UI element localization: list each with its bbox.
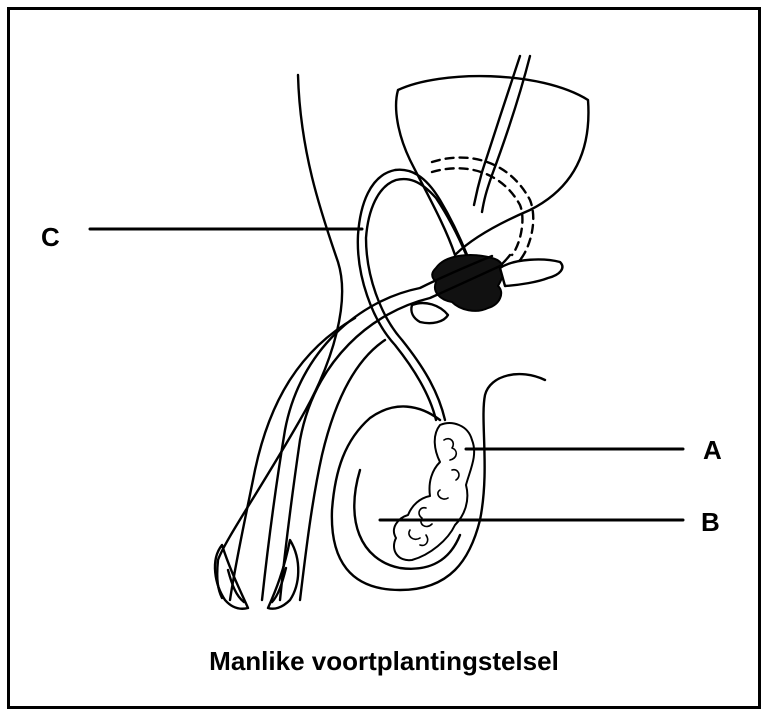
glans-inner — [272, 568, 286, 602]
prostate-gland — [432, 255, 503, 311]
label-c: C — [41, 224, 60, 250]
epididymis — [394, 423, 474, 560]
body-outline — [217, 75, 342, 598]
seminal-vesicle — [500, 260, 562, 286]
label-b: B — [701, 509, 720, 535]
prostate-lower — [411, 303, 448, 323]
label-a: A — [703, 437, 722, 463]
bladder — [396, 76, 588, 255]
ureter — [474, 56, 520, 205]
diagram-caption: Manlike voortplantingstelsel — [0, 648, 768, 674]
